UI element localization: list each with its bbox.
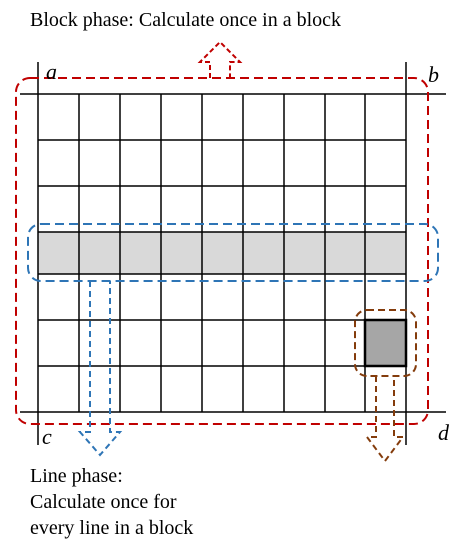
grid	[20, 62, 446, 445]
line-phase-caption-line1: Line phase:	[30, 465, 123, 487]
highlighted-cell	[365, 320, 406, 366]
block-phase-outline	[15, 77, 429, 425]
block-phase-arrow	[197, 40, 243, 78]
line-phase-outline	[27, 223, 439, 282]
line-phase-caption-line3: every line in a block	[30, 517, 193, 539]
corner-label-c: c	[42, 424, 52, 449]
cell-phase-outline	[354, 309, 417, 377]
corner-label-d: d	[438, 420, 450, 445]
line-phase-arrow	[77, 281, 123, 457]
corner-label-b: b	[428, 62, 439, 87]
highlighted-cell-border	[363, 318, 408, 368]
cell-phase-arrow	[365, 376, 405, 463]
line-phase-caption-line2: Calculate once for	[30, 491, 177, 513]
block-phase-caption: Block phase: Calculate once in a block	[30, 9, 341, 31]
highlighted-row	[38, 232, 406, 274]
corner-label-a: a	[46, 59, 57, 84]
